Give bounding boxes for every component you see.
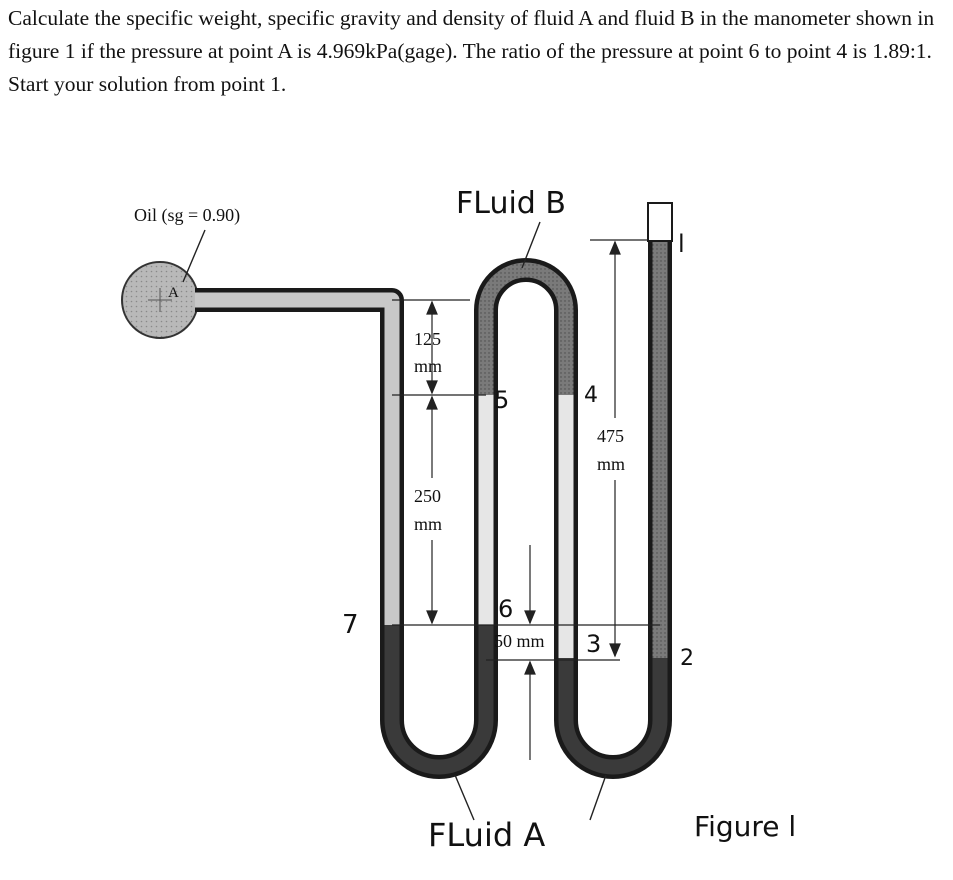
dim-125-value: 125 <box>414 329 441 349</box>
oil-leader <box>182 229 206 283</box>
oil-label: Oil (sg = 0.90) <box>134 205 240 226</box>
open-tube-top <box>647 202 673 242</box>
dim-50-value: 50 mm <box>494 631 545 651</box>
dim-475-unit: mm <box>597 454 625 474</box>
fluid-b-label: FLuid B <box>456 186 566 221</box>
dim-250-value: 250 <box>414 486 441 506</box>
point-3-label: 3 <box>586 630 601 658</box>
figure-label: Figure l <box>694 810 796 843</box>
fluid-b-leader <box>521 221 541 269</box>
fluid-b-top-bend <box>478 262 574 395</box>
dim-125 <box>426 300 438 395</box>
point-1-label: l <box>678 230 685 258</box>
point-2-label: 2 <box>680 646 694 671</box>
dim-250-unit: mm <box>414 514 442 534</box>
point-4-label: 4 <box>584 383 598 408</box>
dim-475-value: 475 <box>597 426 624 446</box>
fluid-a-right-bend <box>558 658 668 775</box>
problem-statement: Calculate the specific weight, specific … <box>8 6 935 96</box>
fluid-a-label: FLuid A <box>428 816 545 854</box>
dim-50 <box>524 545 536 760</box>
oil-in-tube <box>195 292 400 625</box>
fluid-a-left-bend <box>384 625 494 775</box>
point-7-label: 7 <box>342 610 359 640</box>
fluid-a-leader-right <box>589 774 607 821</box>
fluid-a-leader-left <box>454 774 475 821</box>
point-5-label: 5 <box>494 386 509 414</box>
point-6-label: 6 <box>498 595 513 623</box>
point-a-label: A <box>168 285 179 301</box>
dim-125-unit: mm <box>414 356 442 376</box>
